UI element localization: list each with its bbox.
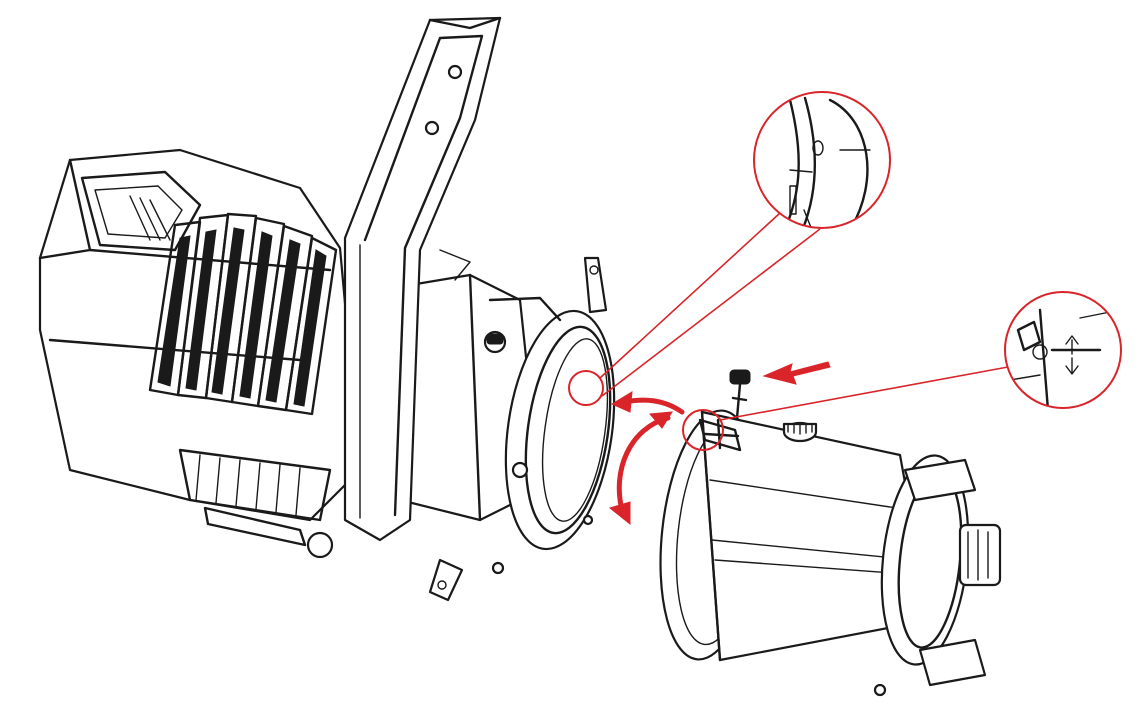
locking-knob: [729, 369, 751, 420]
cooling-fins: [148, 212, 338, 416]
push-direction-arrow: [762, 361, 831, 385]
luminaire-body: [38, 148, 542, 559]
mounting-yoke: [343, 16, 502, 542]
callout-markers: [568, 212, 1009, 451]
lens-tube-assembly: [659, 409, 1002, 697]
latch-detail-magnifier: [1004, 291, 1122, 409]
rotate-arrow: [608, 411, 673, 526]
insert-arrow: [610, 391, 685, 415]
slot-detail-magnifier: [753, 91, 891, 229]
